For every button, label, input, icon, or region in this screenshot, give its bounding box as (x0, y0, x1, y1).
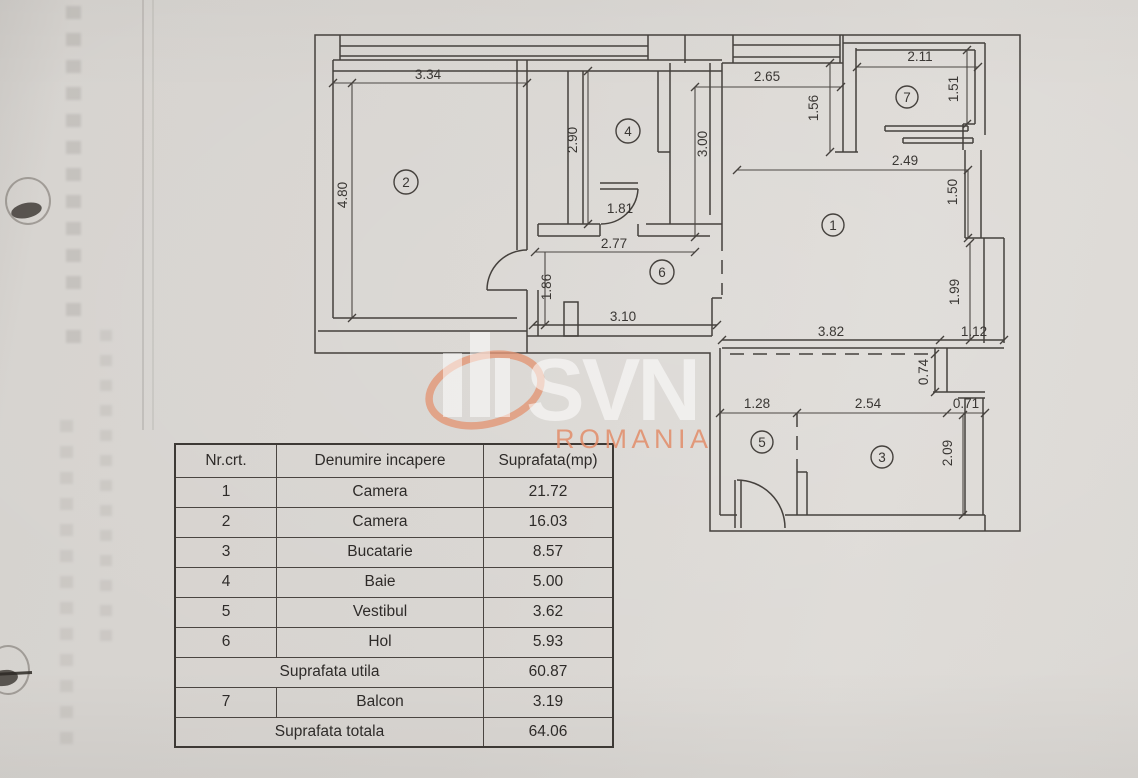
room-number: 1 (829, 218, 837, 233)
cell-nr: 2 (174, 506, 277, 538)
room-circle (870, 445, 894, 469)
dim-label: 4.80 (335, 182, 350, 208)
cell-area: 8.57 (483, 536, 614, 568)
room-circle (895, 85, 919, 109)
table-row: 6 Hol 5.93 (174, 626, 614, 658)
dim-label: 2.11 (907, 49, 932, 64)
dim-label: 3.34 (415, 67, 442, 82)
table-row: 4 Baie 5.00 (174, 566, 614, 598)
dim-label: 0.74 (916, 358, 931, 385)
cell-name: Vestibul (276, 596, 484, 628)
room-circle (615, 118, 641, 144)
cell-nr: 6 (174, 626, 277, 658)
cell-area: 5.00 (483, 566, 614, 598)
table-row: 1 Camera 21.72 (174, 476, 614, 508)
openings-dashed (721, 237, 933, 472)
room-circle (649, 259, 675, 285)
walls (314, 34, 1021, 532)
dim-label: 2.54 (855, 396, 882, 411)
cell-area: 5.93 (483, 626, 614, 658)
dim-label: 1.50 (945, 179, 960, 205)
dim-label: 3.82 (818, 324, 844, 339)
table-subtotal-row: Suprafata utila 60.87 (174, 656, 614, 688)
table-row: 2 Camera 16.03 (174, 506, 614, 538)
dim-label: 1.28 (744, 396, 770, 411)
cell-name: Bucatarie (276, 536, 484, 568)
room-number: 6 (658, 265, 666, 280)
table-total-row: Suprafata totala 64.06 (174, 716, 614, 748)
dim-label: 2.49 (892, 153, 918, 168)
table-row: 5 Vestibul 3.62 (174, 596, 614, 628)
subtotal-area: 60.87 (483, 656, 614, 688)
dim-label: 1.56 (806, 95, 821, 121)
cell-area: 21.72 (483, 476, 614, 508)
cell-nr: 3 (174, 536, 277, 568)
dim-label: 2.65 (754, 69, 780, 84)
cell-nr: 1 (174, 476, 277, 508)
dim-label: 1.51 (946, 76, 961, 102)
dimension-labels: 3.34 4.80 2.90 1.81 2.77 1.86 3.10 3.00 … (335, 49, 987, 466)
room-number-markers: 2 4 6 7 1 5 3 (393, 85, 919, 469)
column-header-name: Denumire incapere (276, 443, 484, 478)
dim-label: 1.99 (947, 279, 962, 305)
cell-name: Camera (276, 476, 484, 508)
cell-area: 3.62 (483, 596, 614, 628)
dim-label: 1.86 (539, 274, 554, 300)
dim-label: 1.12 (961, 324, 987, 339)
cell-name: Camera (276, 506, 484, 538)
total-label: Suprafata totala (174, 716, 484, 748)
dim-label: 2.90 (565, 127, 580, 153)
room-circle (821, 213, 845, 237)
dim-label: 1.81 (607, 201, 633, 216)
total-area: 64.06 (483, 716, 614, 748)
column-header-nr: Nr.crt. (174, 443, 277, 478)
room-areas-table: Nr.crt. Denumire incapere Suprafata(mp) … (174, 443, 614, 748)
cell-area: 16.03 (483, 506, 614, 538)
room-circle (750, 430, 774, 454)
room-number: 4 (624, 124, 632, 139)
cell-nr: 7 (174, 686, 277, 718)
cell-area: 3.19 (483, 686, 614, 718)
room-number: 5 (758, 435, 766, 450)
cell-name: Balcon (276, 686, 484, 718)
room-number: 7 (903, 90, 911, 105)
dim-label: 3.00 (695, 131, 710, 157)
dim-label: 3.10 (610, 309, 636, 324)
cell-nr: 5 (174, 596, 277, 628)
room-number: 2 (402, 175, 410, 190)
dim-label: 2.77 (601, 236, 627, 251)
table-header-row: Nr.crt. Denumire incapere Suprafata(mp) (174, 443, 614, 478)
room-circle (393, 169, 419, 195)
cell-nr: 4 (174, 566, 277, 598)
dimension-ticks (328, 45, 1009, 520)
dimension-lines (328, 45, 1009, 520)
subtotal-label: Suprafata utila (174, 656, 484, 688)
table-row: 3 Bucatarie 8.57 (174, 536, 614, 568)
dim-label: 2.09 (940, 440, 955, 466)
cell-name: Baie (276, 566, 484, 598)
cell-name: Hol (276, 626, 484, 658)
column-header-area: Suprafata(mp) (483, 443, 614, 478)
room-number: 3 (878, 450, 886, 465)
table-row: 7 Balcon 3.19 (174, 686, 614, 718)
dim-label: 0.71 (953, 396, 979, 411)
